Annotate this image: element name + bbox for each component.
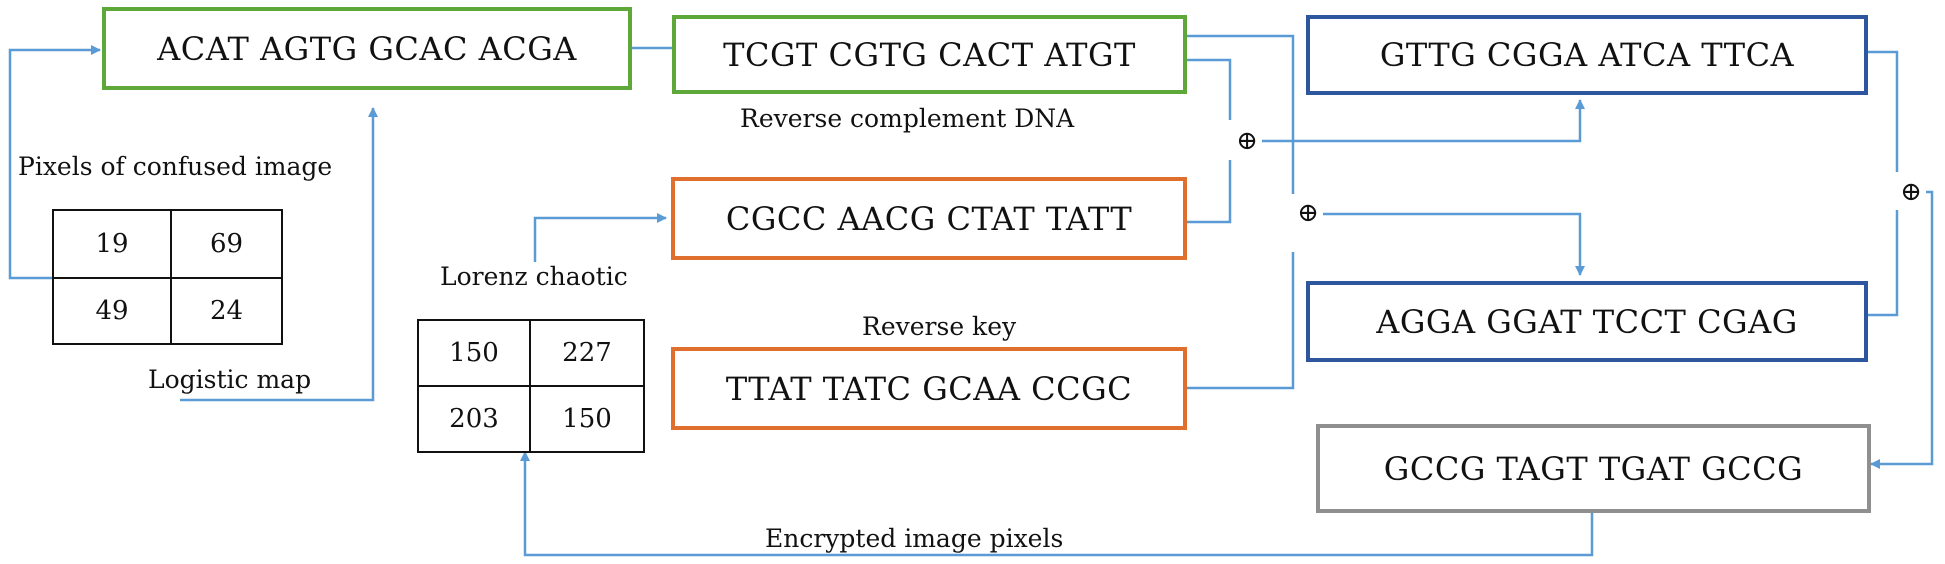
lorenz-cell: 203 (417, 385, 531, 453)
lorenz-chaotic-label: Lorenz chaotic (440, 262, 628, 291)
confused-dna-box: ACAT AGTG GCAC ACGA (102, 7, 632, 90)
grid-row: 203 150 (417, 385, 645, 453)
reverse-complement-dna-label: Reverse complement DNA (740, 104, 1075, 133)
line-key-to-xor1 (1187, 160, 1232, 224)
lorenz-cell: 150 (417, 319, 531, 387)
encrypted-dna-box: GCCG TAGT TGAT GCCG (1316, 424, 1871, 513)
xor-operator-1: ⊕ (1236, 126, 1258, 156)
pixel-cell: 19 (52, 209, 172, 279)
arrow-logistic-to-dna (180, 107, 378, 402)
lorenz-cell: 150 (529, 385, 645, 453)
xor-operator-2: ⊕ (1297, 198, 1319, 228)
grid-row: 19 69 (52, 209, 283, 279)
lorenz-cell: 227 (529, 319, 645, 387)
pixel-cell: 49 (52, 277, 172, 345)
arrow-xor3-to-encrypted (1870, 190, 1934, 469)
confused-pixels-grid: 19 69 49 24 (52, 209, 283, 345)
line-result2-to-xor3 (1868, 210, 1899, 317)
lorenz-values-grid: 150 227 203 150 (417, 319, 645, 453)
reverse-key-label: Reverse key (862, 312, 1017, 341)
line-revcomp-to-xor2 (1187, 34, 1295, 194)
arrow-xor2-to-result2 (1323, 212, 1585, 276)
reverse-complement-box: TCGT CGTG CACT ATGT (672, 15, 1187, 94)
xor-operator-3: ⊕ (1900, 177, 1922, 207)
arrow-lorenz-to-key (533, 213, 667, 262)
arrow-feedback-to-lorenz (520, 451, 1594, 557)
encrypted-image-pixels-label: Encrypted image pixels (765, 524, 1064, 553)
xor-result-1-box: GTTG CGGA ATCA TTCA (1306, 15, 1868, 95)
chaotic-key-box: CGCC AACG CTAT TATT (671, 177, 1187, 260)
arrow-xor1-to-result1 (1262, 99, 1585, 143)
pixel-cell: 69 (170, 209, 283, 279)
grid-row: 49 24 (52, 277, 283, 345)
line-revcomp-to-xor1 (1187, 58, 1232, 120)
reverse-key-box: TTAT TATC GCAA CCGC (671, 347, 1187, 430)
pixel-cell: 24 (170, 277, 283, 345)
line-revkey-to-xor2 (1187, 252, 1295, 390)
grid-row: 150 227 (417, 319, 645, 387)
logistic-map-label: Logistic map (148, 365, 312, 394)
pixels-of-confused-image-label: Pixels of confused image (18, 152, 333, 181)
arrow-pixels-to-dna (8, 45, 101, 280)
line-result1-to-xor3 (1868, 50, 1899, 172)
xor-result-2-box: AGGA GGAT TCCT CGAG (1306, 281, 1868, 362)
